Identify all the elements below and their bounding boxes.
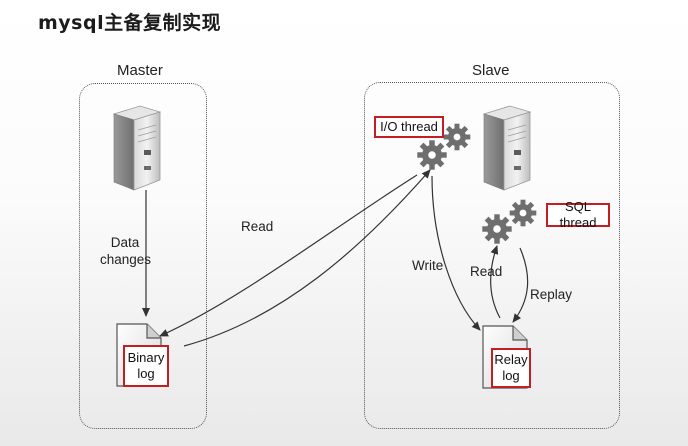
- io-thread-box: I/O thread: [374, 116, 444, 138]
- slave-server-icon: [483, 105, 531, 191]
- relay-log-box: Relay log: [491, 348, 531, 388]
- binary-log-box: Binary log: [123, 345, 169, 387]
- master-panel: [79, 83, 207, 429]
- replay-arrow: [512, 247, 529, 323]
- read-relay-log-arrow: [490, 245, 501, 319]
- read-label: Read: [241, 219, 274, 234]
- sql-thread-gear-icon: [482, 199, 537, 244]
- sql-thread-box: SQL thread: [546, 199, 610, 230]
- slave-label: Slave: [472, 62, 510, 79]
- data-changes-label: Data changes: [100, 235, 152, 267]
- page-title: mysql主备复制实现: [38, 12, 222, 34]
- read-binary-log-arrow: [159, 174, 418, 337]
- binary-log-to-io-arrow: [183, 169, 431, 347]
- slave-read-label: Read: [470, 264, 503, 279]
- write-label: Write: [412, 258, 444, 273]
- master-label: Master: [117, 62, 163, 79]
- write-relay-log-arrow: [431, 175, 481, 331]
- replay-label: Replay: [530, 287, 573, 302]
- slave-panel: [364, 82, 620, 429]
- master-server-icon: [113, 105, 161, 191]
